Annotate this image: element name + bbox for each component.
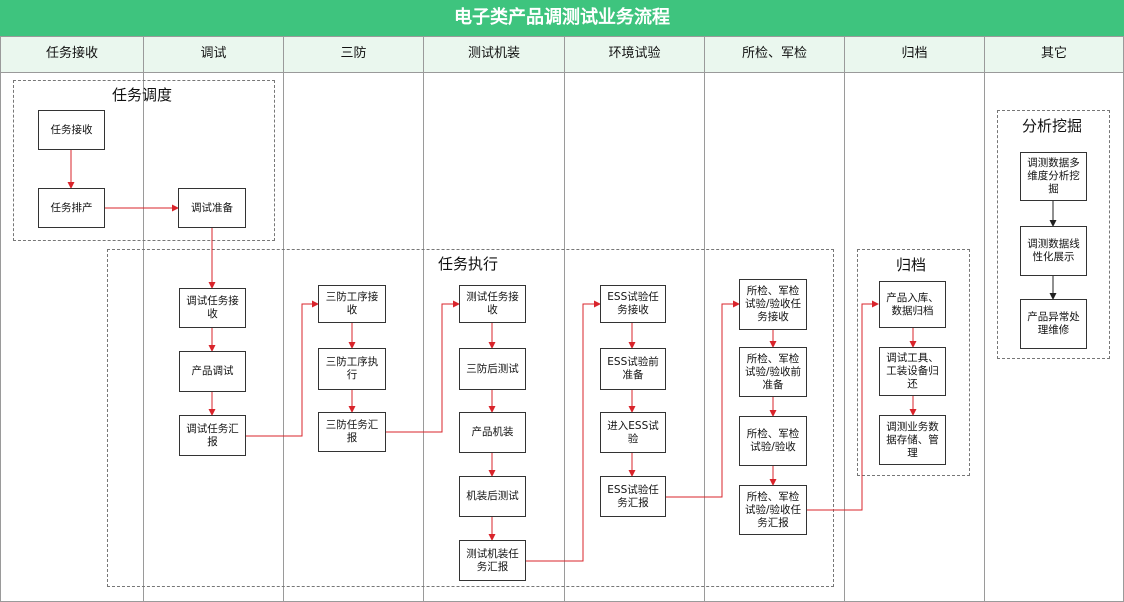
node-ess-prepare[interactable]: ESS试验前准备	[600, 348, 666, 390]
group-task-dispatch-title: 任务调度	[112, 86, 173, 104]
node-post-three-proof-test[interactable]: 三防后测试	[459, 348, 526, 390]
node-data-mining[interactable]: 调测数据多维度分析挖掘	[1020, 152, 1087, 201]
lane-header-archive: 归档	[844, 36, 984, 72]
node-product-assembly[interactable]: 产品机装	[459, 412, 526, 453]
diagram-title: 电子类产品调测试业务流程	[0, 0, 1124, 36]
lane-header-three-proof: 三防	[283, 36, 423, 72]
header-bottom-line	[0, 72, 1124, 73]
lane-header-inspection: 所检、军检	[704, 36, 844, 72]
lane-header-test-assembly: 测试机装	[423, 36, 564, 72]
node-task-scheduling[interactable]: 任务排产	[38, 188, 105, 228]
node-inspection-report[interactable]: 所检、军检试验/验收任务汇报	[739, 485, 807, 535]
lane-divider	[984, 72, 985, 602]
node-three-proof-receive[interactable]: 三防工序接收	[318, 285, 386, 323]
node-debug-task-report[interactable]: 调试任务汇报	[179, 415, 246, 456]
lane-header-env-test: 环境试验	[564, 36, 704, 72]
group-analysis-mining	[997, 110, 1110, 359]
group-analysis-mining-title: 分析挖掘	[1022, 117, 1083, 135]
lane-header-task-receive: 任务接收	[0, 36, 143, 72]
group-task-execute-title: 任务执行	[438, 255, 499, 273]
lane-header-other: 其它	[984, 36, 1124, 72]
node-test-task-receive[interactable]: 测试任务接收	[459, 285, 526, 323]
node-product-warehousing[interactable]: 产品入库、数据归档	[879, 281, 946, 328]
node-inspection-test[interactable]: 所检、军检试验/验收	[739, 416, 807, 466]
lane-header-debug: 调试	[143, 36, 283, 72]
lane-divider	[844, 72, 845, 602]
node-ess-enter[interactable]: 进入ESS试验	[600, 412, 666, 453]
lane-divider	[143, 72, 144, 602]
header-top-line	[0, 36, 1124, 37]
lane-divider	[0, 72, 1, 602]
node-inspection-prepare[interactable]: 所检、军检试验/验收前准备	[739, 347, 807, 397]
group-archive-title: 归档	[896, 256, 927, 274]
node-debug-task-receive[interactable]: 调试任务接收	[179, 288, 246, 328]
node-three-proof-report[interactable]: 三防任务汇报	[318, 412, 386, 452]
node-task-receive[interactable]: 任务接收	[38, 110, 105, 150]
node-anomaly-repair[interactable]: 产品异常处理维修	[1020, 299, 1087, 349]
group-task-dispatch	[13, 80, 275, 241]
node-post-assembly-test[interactable]: 机装后测试	[459, 476, 526, 517]
node-ess-task-report[interactable]: ESS试验任务汇报	[600, 476, 666, 517]
node-test-assembly-report[interactable]: 测试机装任务汇报	[459, 540, 526, 581]
node-product-debug[interactable]: 产品调试	[179, 351, 246, 392]
node-data-storage[interactable]: 调测业务数据存储、管理	[879, 415, 946, 465]
node-ess-task-receive[interactable]: ESS试验任务接收	[600, 285, 666, 323]
node-three-proof-execute[interactable]: 三防工序执行	[318, 348, 386, 390]
node-inspection-receive[interactable]: 所检、军检试验/验收任务接收	[739, 279, 807, 330]
node-debug-prepare[interactable]: 调试准备	[178, 188, 246, 228]
node-data-display[interactable]: 调测数据线性化展示	[1020, 226, 1087, 276]
node-tools-return[interactable]: 调试工具、工装设备归还	[879, 347, 946, 396]
